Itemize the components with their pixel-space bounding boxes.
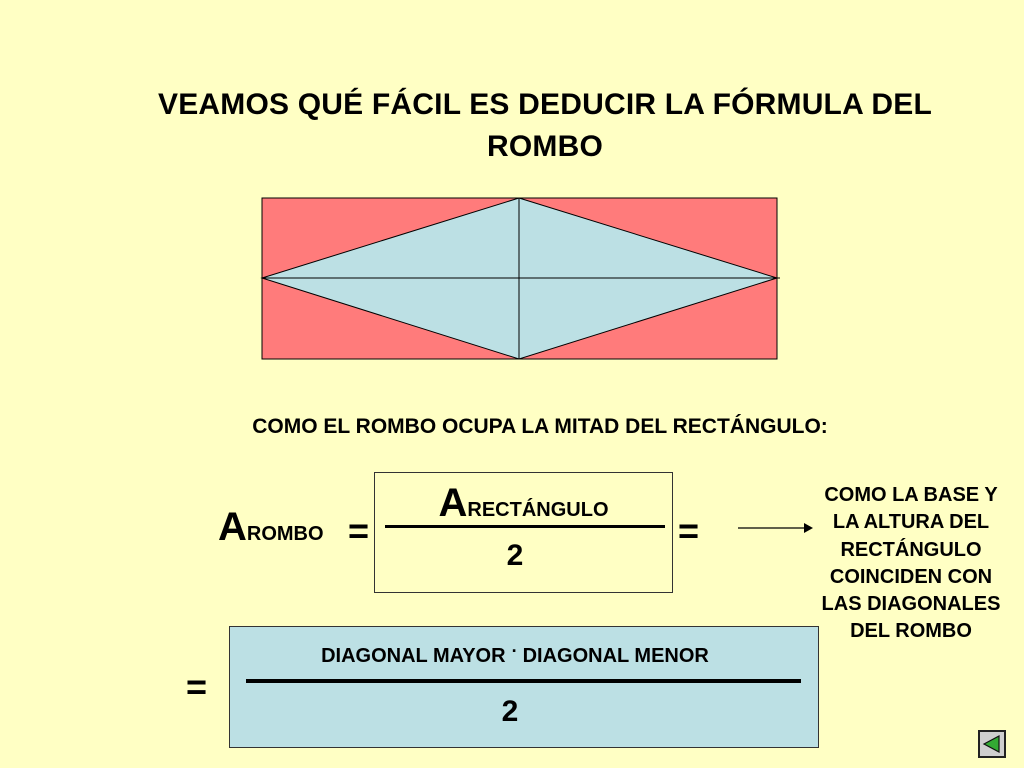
minor-diagonal-label: DIAGONAL MENOR <box>522 645 709 667</box>
numerator-letter: A <box>438 481 468 525</box>
rhombus-rectangle-diagram <box>260 197 780 360</box>
equals-sign-3: = <box>186 666 208 707</box>
back-arrow-icon <box>982 735 1000 753</box>
equals-sign: = <box>348 510 370 551</box>
fraction-numerator: ARECTÁNGULO <box>375 481 672 532</box>
diagonals-formula-box: DIAGONAL MAYOR.DIAGONAL MENOR 2 <box>229 626 819 748</box>
numerator-subscript: RECTÁNGULO <box>467 499 609 521</box>
major-diagonal-label: DIAGONAL MAYOR <box>321 645 506 667</box>
slide-subtitle: COMO EL ROMBO OCUPA LA MITAD DEL RECTÁNG… <box>252 415 828 438</box>
equals-sign-2: = <box>678 510 700 551</box>
side-note: COMO LA BASE Y LA ALTURA DEL RECTÁNGULO … <box>821 484 1001 643</box>
area-subscript: ROMBO <box>246 523 324 545</box>
diagonals-numerator: DIAGONAL MAYOR.DIAGONAL MENOR <box>230 636 800 668</box>
back-button[interactable] <box>978 730 1006 758</box>
multiply-dot: . <box>511 636 517 656</box>
fraction-denominator: 2 <box>506 539 524 572</box>
rhombus-area-label: AROMBO <box>218 505 324 556</box>
diagonals-denominator: 2 <box>501 695 519 728</box>
rectangle-area-fraction: ARECTÁNGULO 2 <box>374 472 673 593</box>
fraction-bar-2 <box>246 679 801 683</box>
area-letter: A <box>218 505 247 549</box>
right-arrow-icon <box>738 523 813 533</box>
slide-title: VEAMOS QUÉ FÁCIL ES DEDUCIR LA FÓRMULA D… <box>158 88 932 163</box>
fraction-bar <box>385 525 665 528</box>
